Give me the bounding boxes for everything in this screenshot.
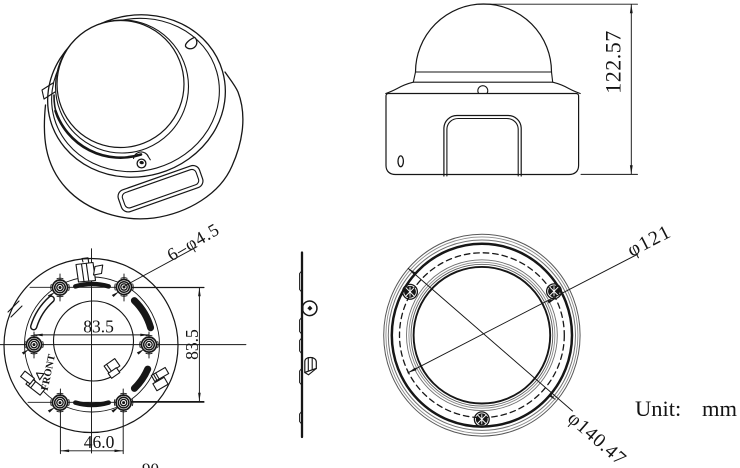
svg-text:83.5: 83.5 xyxy=(83,317,114,337)
svg-text:122.57: 122.57 xyxy=(601,30,626,94)
svg-text:90: 90 xyxy=(142,460,159,468)
svg-text:83.5: 83.5 xyxy=(182,329,202,360)
svg-text:46.0: 46.0 xyxy=(84,432,115,452)
